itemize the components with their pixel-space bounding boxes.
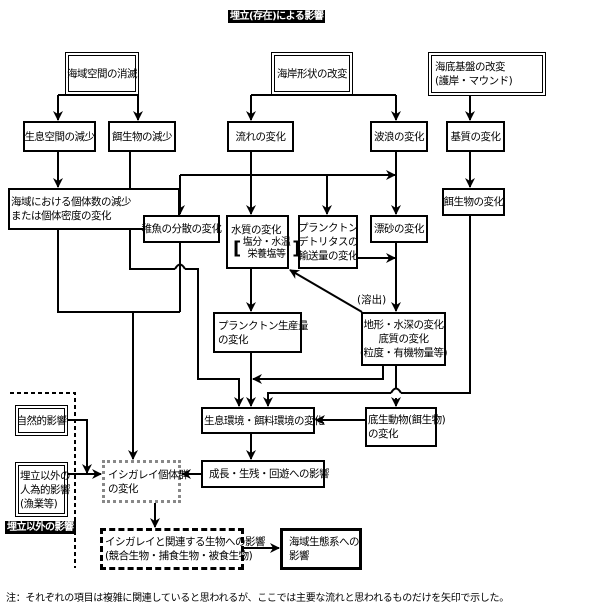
label: 地形・水深の変化 xyxy=(363,319,445,331)
label: または個体密度の変化 xyxy=(11,210,112,222)
label: 輸送量の変化 xyxy=(298,250,359,262)
label: 海域における個体数の減少 xyxy=(11,196,132,208)
non-reclamation-boundary xyxy=(10,392,76,568)
box-sea-space-loss: 海域空間の消滅 xyxy=(65,52,139,95)
footnote: 注：それぞれの項目は複雑に関連していると思われるが、ここでは主要な流れと思われる… xyxy=(6,593,509,604)
label: 流れの変化 xyxy=(235,130,287,143)
label: 生息空間の減少 xyxy=(24,130,96,143)
label: 水質の変化 xyxy=(231,224,282,236)
label: 人為的影響 xyxy=(20,483,71,496)
box-flounder-population: イシガレイ個体群の変化 xyxy=(102,460,189,503)
box-growth-effect: 成長・生残・回遊への影響 xyxy=(201,460,330,488)
arrow-connector xyxy=(68,419,92,474)
label: 底質の変化 xyxy=(378,333,430,345)
label: (漁業等) xyxy=(20,497,58,510)
label: イシガレイ個体群 xyxy=(108,468,189,481)
label: プランクトン生産量 xyxy=(218,319,309,332)
box-ecosystem: 海域生態系への影響 xyxy=(280,528,362,570)
label: の変化 xyxy=(218,333,249,346)
box-topography: 地形・水深の変化底質の変化 (粒度・有機物量等) xyxy=(359,312,448,366)
label: (競合生物・捕食生物・被食生物) xyxy=(105,550,253,562)
label: 基質の変化 xyxy=(450,130,502,143)
label: 埋立以外の xyxy=(20,469,71,482)
arrow-connector xyxy=(252,366,384,384)
label: 海底基盤の改変 xyxy=(435,61,506,73)
label: 海岸形状の改変 xyxy=(277,67,348,80)
box-coast-shape: 海岸形状の改変 xyxy=(271,52,353,95)
label: 影響 xyxy=(289,550,310,562)
label: (護岸・マウンド) xyxy=(435,75,513,87)
label: 自然的影響 xyxy=(16,414,68,427)
label: (粒度・有機物量等) xyxy=(359,347,448,359)
label: の変化 xyxy=(108,482,139,495)
box-plankton-production: プランクトン生産量の変化 xyxy=(213,312,309,353)
label: イシガレイと関連する生物への影響 xyxy=(105,536,266,548)
box-current-change: 流れの変化 xyxy=(227,121,294,152)
box-drift-sand: 漂砂の変化 xyxy=(370,215,428,243)
label: 餌生物の減少 xyxy=(112,130,173,143)
dissolution-label: (溶出) xyxy=(357,294,387,306)
label: プランクトン xyxy=(298,222,359,234)
box-prey-decrease: 餌生物の減少 xyxy=(108,121,176,152)
arrow-connector xyxy=(268,216,471,406)
label: 栄養塩等 xyxy=(247,249,286,260)
label: 成長・生残・回遊への影響 xyxy=(209,468,330,480)
label: 海域生態系への xyxy=(289,536,360,548)
box-natural-effect: 自然的影響 xyxy=(15,405,68,436)
diagram-title: 埋立(存在)による影響 xyxy=(228,10,326,23)
box-habitat-decrease: 生息空間の減少 xyxy=(23,121,96,152)
label: 底生動物(餌生物) xyxy=(368,414,446,426)
non-reclamation-label: 埋立以外の影響 xyxy=(5,521,76,534)
box-habitat-env: 生息環境・餌料環境の変化 xyxy=(201,407,325,434)
box-water-quality: 水質の変化 [塩分・水温栄養塩等] xyxy=(226,215,300,269)
box-wave-change: 波浪の変化 xyxy=(370,121,428,152)
box-related-organisms: イシガレイと関連する生物への影響 (競合生物・捕食生物・被食生物) xyxy=(100,528,266,570)
arrow-connector xyxy=(57,230,181,459)
label: 海域空間の消滅 xyxy=(67,67,138,80)
box-benthos: 底生動物(餌生物) の変化 xyxy=(365,407,446,447)
box-prey-change: 餌生物の変化 xyxy=(442,188,505,216)
box-plankton-transport: プランクトンデトリタスの輸送量の変化 xyxy=(298,215,359,269)
label: 生息環境・餌料環境の変化 xyxy=(204,414,325,427)
label: 漂砂の変化 xyxy=(374,223,425,235)
label: 稚魚の分散の変化 xyxy=(141,223,223,235)
label: 塩分・水温 xyxy=(242,237,291,248)
box-human-effect: 埋立以外の人為的影響(漁業等) xyxy=(15,462,71,517)
line-connector xyxy=(390,387,402,394)
box-juvenile-dispersal: 稚魚の分散の変化 xyxy=(141,215,223,243)
label: 波浪の変化 xyxy=(374,130,425,143)
label: の変化 xyxy=(368,428,399,440)
label: 餌生物の変化 xyxy=(443,196,505,208)
arrow-connector xyxy=(289,269,363,313)
box-substrate-change: 基質の変化 xyxy=(446,121,505,152)
box-seabed-base: 海底基盤の改変 (護岸・マウンド) xyxy=(428,52,546,96)
label: デトリタスの xyxy=(298,236,359,248)
